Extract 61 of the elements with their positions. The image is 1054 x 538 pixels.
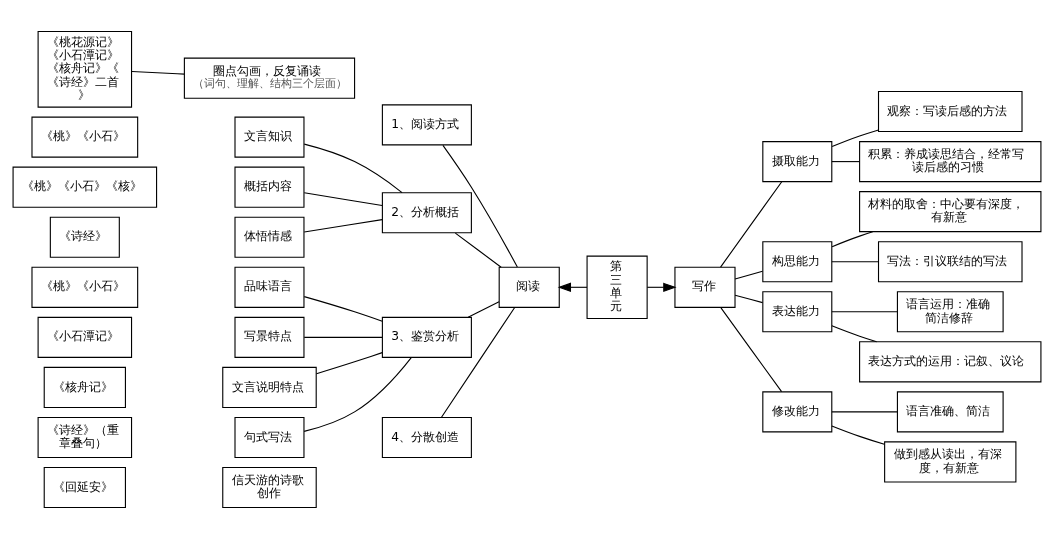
connector (303, 143, 403, 193)
connector (831, 128, 880, 147)
connector (831, 324, 878, 342)
connector (831, 410, 898, 412)
connector (303, 336, 383, 338)
connector (131, 70, 185, 75)
connector (315, 351, 383, 374)
node-box: 语言准确、简洁 (896, 390, 1004, 432)
node-box: 《诗经》（重章叠句） (37, 416, 133, 458)
node-box: 积累：养成读思结合，经常写读后感的习惯 (859, 140, 1042, 182)
node-box: 《桃花源记》《小石潭记》《核舟记》《《诗经》二首》 (37, 30, 133, 108)
node-box: 文言知识 (234, 116, 305, 158)
connector (720, 180, 783, 268)
node-box: 《核舟记》 (43, 366, 126, 408)
node-box: 构思能力 (762, 240, 833, 282)
node-box: 写景特点 (234, 316, 305, 358)
connector (734, 270, 764, 280)
node-box: 圈点勾画，反复诵读 （词句、理解、结构三个层面） (183, 57, 356, 99)
node-box: 做到感从读出，有深度，有新意 (884, 440, 1017, 483)
node-box: 阅读 (498, 266, 560, 308)
connector (831, 424, 885, 445)
node-box: 4、分散创造 (381, 416, 472, 458)
node-box: 体悟情感 (234, 216, 305, 258)
connector (440, 306, 516, 418)
node-box: 《桃》《小石》 (31, 266, 139, 308)
node-box: 语言运用：准确简洁修辞 (896, 290, 1004, 332)
node-box: 文言说明特点 (222, 366, 317, 408)
node-box: 3、鉴赏分析 (381, 316, 472, 358)
connector (303, 356, 412, 432)
connector (831, 160, 861, 162)
node-box: 《小石潭记》 (37, 316, 133, 358)
node-box: 《桃》《小石》 (31, 116, 139, 158)
node-box: 材料的取舍：中心要有深度，有新意 (859, 190, 1042, 232)
connector (303, 218, 383, 232)
connector (831, 260, 879, 262)
node-box: 句式写法 (234, 416, 305, 458)
node-box: 写法：引议联结的写法 (877, 240, 1023, 282)
connector (831, 310, 898, 312)
connector (303, 295, 383, 322)
node-box: 第三单元 (586, 255, 648, 319)
node-box: 修改能力 (762, 390, 833, 432)
node-box: 《回延安》 (43, 466, 126, 508)
connector (467, 300, 500, 318)
node-box: 摄取能力 (762, 140, 833, 182)
node-box: 2、分析概括 (381, 191, 472, 233)
connector (734, 294, 764, 303)
connector (831, 230, 874, 247)
connector (720, 306, 783, 392)
connector (303, 191, 383, 206)
node-box: 《诗经》 (49, 216, 120, 258)
node-box: 1、阅读方式 (381, 103, 472, 145)
node-box: 概括内容 (234, 166, 305, 208)
node-box: 表达方式的运用：记叙、议论 (859, 340, 1042, 382)
node-box: 写作 (674, 266, 736, 308)
node-box: 品味语言 (234, 266, 305, 308)
node-box: 信天游的诗歌创作 (222, 466, 317, 508)
connector (454, 232, 502, 268)
node-box: 观察：写读后感的方法 (877, 90, 1023, 132)
node-box: 表达能力 (762, 290, 833, 332)
node-box: 《桃》《小石》《核》 (12, 166, 158, 208)
connector (442, 144, 518, 268)
